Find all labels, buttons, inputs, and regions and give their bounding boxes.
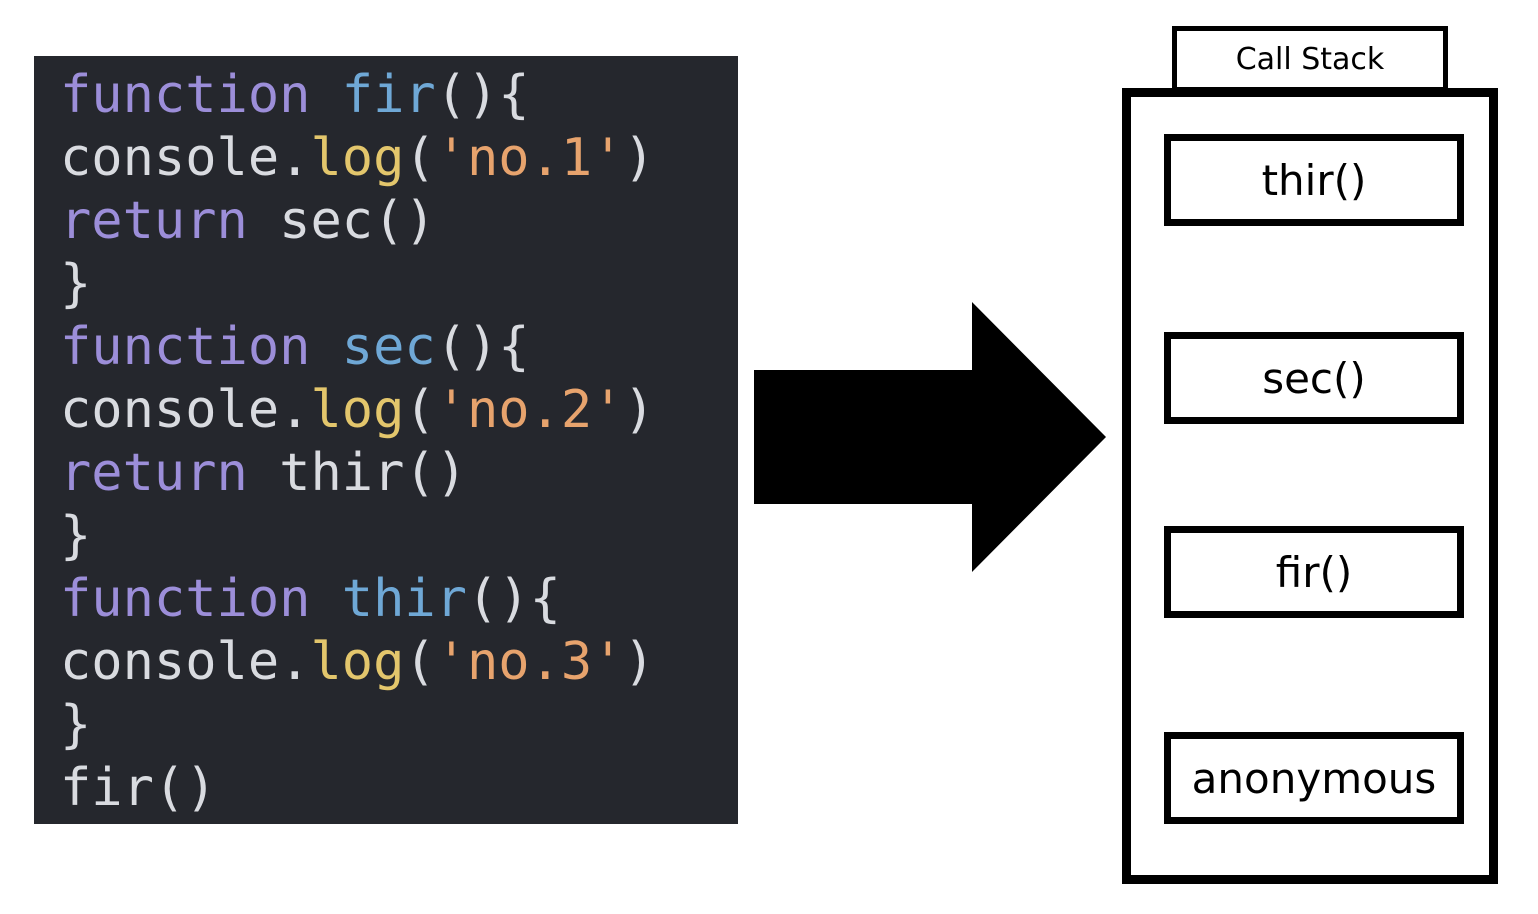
code-token: return [60, 443, 280, 503]
code-line: return sec() [60, 190, 738, 253]
code-token: } [60, 506, 92, 566]
code-token: sec [341, 317, 436, 377]
code-token: fir [341, 65, 436, 125]
code-token: 'no.1' [435, 128, 624, 188]
code-line: console.log('no.1') [60, 127, 738, 190]
code-line: console.log('no.2') [60, 379, 738, 442]
code-line: } [60, 505, 738, 568]
code-line: fir() [60, 757, 738, 820]
code-token: ( [404, 128, 436, 188]
arrow-shape [754, 302, 1106, 572]
code-line: return thir() [60, 442, 738, 505]
code-token: ) [623, 128, 655, 188]
code-token: sec() [279, 191, 436, 251]
stack-frame-thir: thir() [1164, 134, 1464, 226]
code-token: ) [623, 380, 655, 440]
code-token: } [60, 695, 92, 755]
code-line: function sec(){ [60, 316, 738, 379]
code-line: function fir(){ [60, 64, 738, 127]
code-token: (){ [435, 317, 530, 377]
code-panel: function fir(){ console.log('no.1') retu… [34, 56, 738, 824]
code-line: function thir(){ [60, 568, 738, 631]
code-token: (){ [467, 569, 561, 629]
code-token: 'no.2' [435, 380, 624, 440]
call-stack-title: Call Stack [1172, 26, 1448, 92]
code-line: } [60, 253, 738, 316]
code-token: log [310, 380, 405, 440]
code-token: function [60, 65, 342, 125]
code-line: console.log('no.3') [60, 631, 738, 694]
code-token: thir [341, 569, 467, 629]
code-token: log [310, 128, 405, 188]
code-token: fir() [60, 758, 217, 818]
code-token: ) [623, 632, 655, 692]
stack-frame-fir: fir() [1164, 526, 1464, 618]
code-token: function [60, 569, 342, 629]
code-token: log [310, 632, 405, 692]
code-token: thir() [279, 443, 467, 503]
code-token: } [60, 254, 92, 314]
code-token: console. [60, 128, 311, 188]
code-token: return [60, 191, 280, 251]
code-token: function [60, 317, 342, 377]
code-token: console. [60, 380, 311, 440]
stack-frame-anonymous: anonymous [1164, 732, 1464, 824]
code-token: ( [404, 632, 436, 692]
code-line: } [60, 694, 738, 757]
code-token: console. [60, 632, 311, 692]
right-arrow-icon [754, 302, 1106, 572]
code-token: 'no.3' [435, 632, 624, 692]
code-token: (){ [435, 65, 530, 125]
stack-frame-sec: sec() [1164, 332, 1464, 424]
code-token: ( [404, 380, 436, 440]
